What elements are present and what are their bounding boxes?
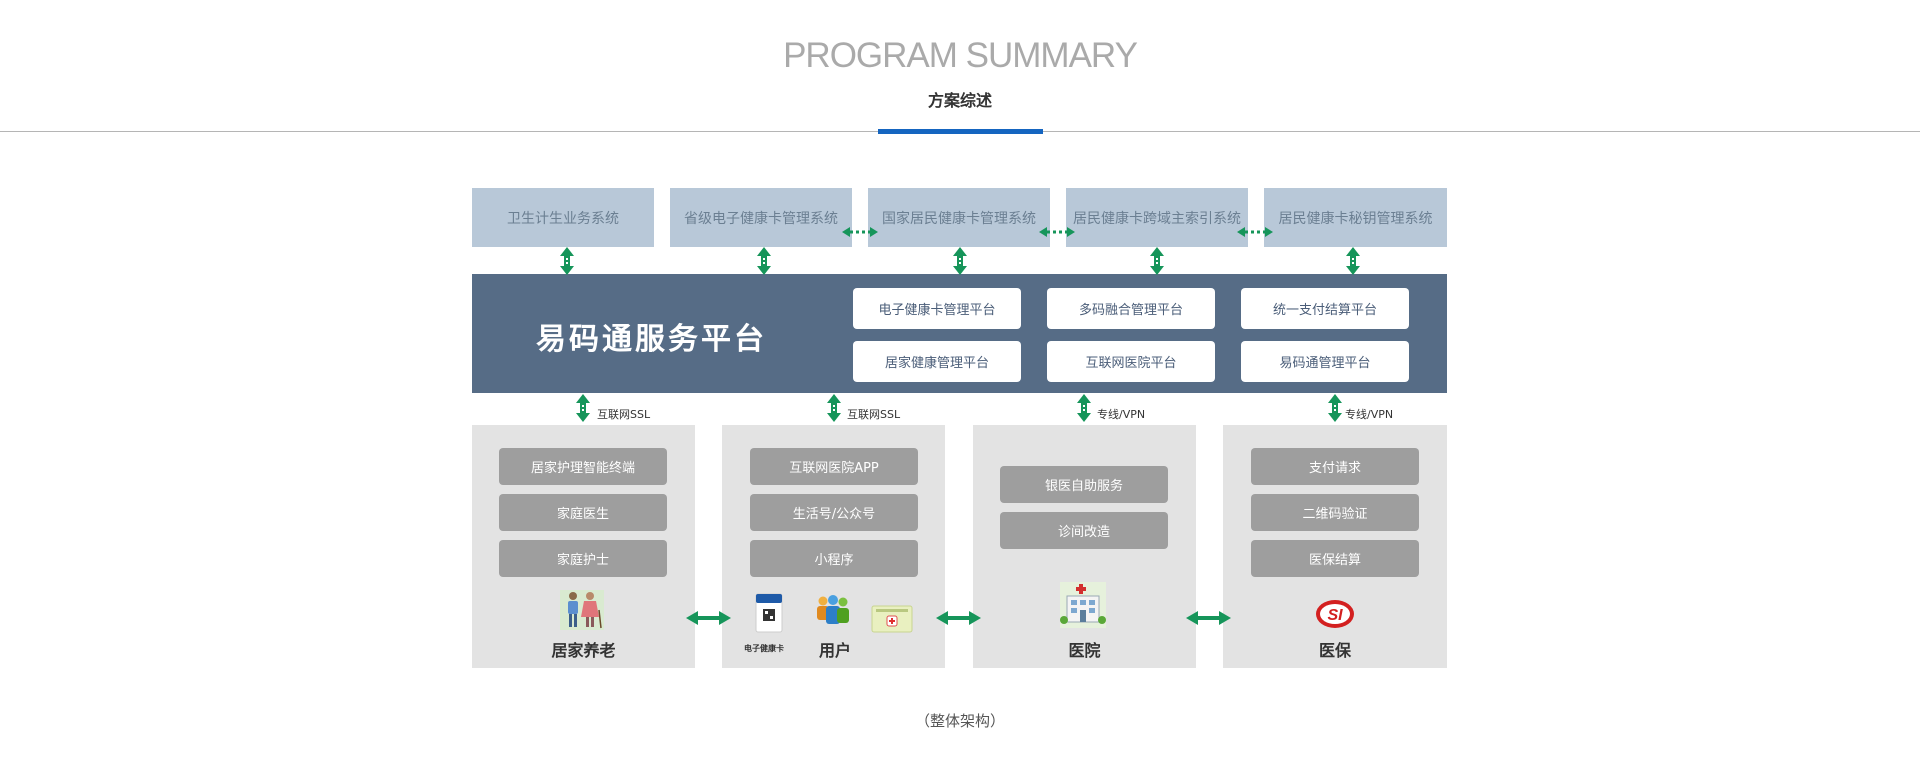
connection-label: 专线/VPN [1097,408,1146,421]
panel-item: 小程序 [750,540,918,577]
horizontal-double-arrow [1186,611,1231,625]
platform-module: 居家健康管理平台 [853,341,1021,382]
platform-module: 易码通管理平台 [1241,341,1409,382]
vertical-double-arrow [1150,247,1164,275]
top-system-box: 卫生计生业务系统 [472,188,654,247]
platform-title: 易码通服务平台 [536,322,767,357]
panel-item: 家庭护士 [499,540,667,577]
users-icon [817,595,849,624]
panel-item: 医保结算 [1251,540,1419,577]
top-system-box: 国家居民健康卡管理系统 [868,188,1050,247]
heading-chinese: 方案综述 [927,91,992,110]
vertical-double-arrow [953,247,967,275]
vertical-double-arrow [1077,394,1091,422]
top-system-box: 居民健康卡跨域主索引系统 [1066,188,1248,247]
vertical-double-arrow [576,394,590,422]
top-system-box: 省级电子健康卡管理系统 [670,188,852,247]
platform-module: 多码融合管理平台 [1047,288,1215,329]
heading-english: PROGRAM SUMMARY [783,36,1138,75]
panel-item: 二维码验证 [1251,494,1419,531]
panel-title: 医保 [1318,641,1351,660]
vertical-double-arrow [1346,247,1360,275]
panel-item: 家庭医生 [499,494,667,531]
connection-label: 专线/VPN [1345,408,1394,421]
elderly-couple-icon [560,590,604,630]
health-card-label: 电子健康卡 [744,644,784,653]
dotted-double-arrow [842,227,878,237]
connection-label: 互联网SSL [597,408,651,421]
vertical-double-arrow [757,247,771,275]
svg-text:SI: SI [1327,607,1343,624]
panel-title: 用户 [818,641,851,660]
connection-label: 互联网SSL [847,408,901,421]
platform-module: 互联网医院平台 [1047,341,1215,382]
vertical-double-arrow [1328,394,1342,422]
platform-module: 电子健康卡管理平台 [853,288,1021,329]
panel-item: 诊间改造 [1000,512,1168,549]
panel-item: 支付请求 [1251,448,1419,485]
horizontal-double-arrow [686,611,731,625]
panel-item: 居家护理智能终端 [499,448,667,485]
social-insurance-logo: SI [1316,600,1354,628]
medical-card-icon [871,605,913,633]
panel-title: 居家养老 [551,641,616,660]
dotted-double-arrow [1039,227,1075,237]
vertical-double-arrow [827,394,841,422]
top-system-box: 居民健康卡秘钥管理系统 [1264,188,1447,247]
vertical-double-arrow [560,247,574,275]
panel-item: 生活号/公众号 [750,494,918,531]
hospital-icon [1060,582,1106,628]
horizontal-double-arrow [936,611,981,625]
panel-item: 银医自助服务 [1000,466,1168,503]
panel-title: 医院 [1068,641,1101,660]
panel-item: 互联网医院APP [750,448,918,485]
platform-module: 统一支付结算平台 [1241,288,1409,329]
dotted-double-arrow [1237,227,1273,237]
diagram-caption: （整体架构） [914,712,1005,730]
health-card-icon [755,593,783,633]
header-accent-bar [878,129,1043,134]
